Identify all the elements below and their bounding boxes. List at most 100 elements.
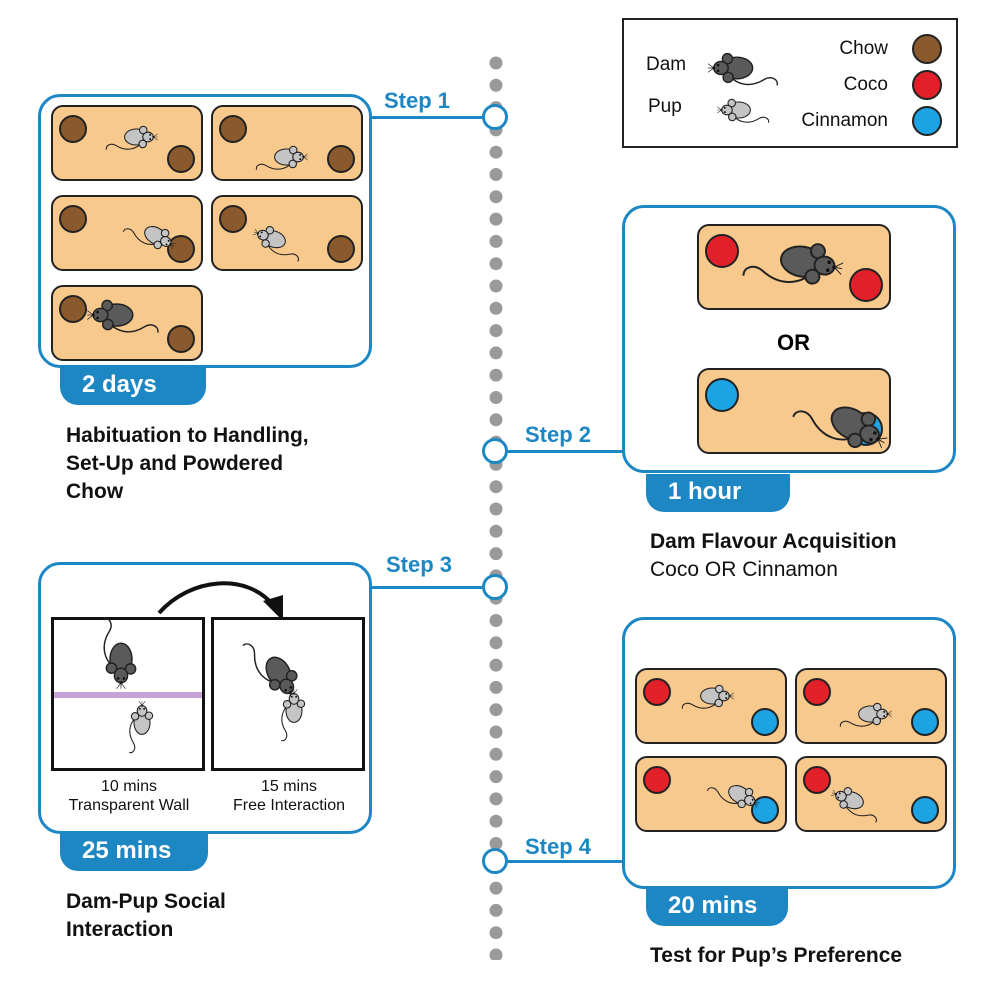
timeline-dot [489, 792, 503, 806]
timeline-dot [489, 56, 503, 70]
timeline-dot [489, 814, 503, 828]
timeline-node-step-4 [482, 848, 508, 874]
test-cage-3 [635, 756, 787, 832]
pup-icon [278, 688, 310, 744]
coco-dish-icon [803, 678, 831, 706]
test-cage-2 [795, 668, 947, 744]
timeline-dot [489, 368, 503, 382]
step-4-label: Step 4 [525, 834, 592, 859]
timeline-dot [489, 324, 503, 338]
legend-coco-label: Coco [843, 74, 888, 95]
caption-line: Chow [66, 480, 124, 503]
transition-arrow-icon [157, 581, 283, 621]
chow-dish-icon [59, 205, 87, 233]
habituation-cage-5 [51, 285, 203, 361]
timeline-dot [489, 680, 503, 694]
dam-icon [708, 46, 780, 90]
caption-line: Habituation to Handling, [66, 424, 309, 447]
coco-swatch-icon [912, 70, 942, 100]
habituation-cage-2 [211, 105, 363, 181]
test-cage-1 [635, 668, 787, 744]
dam-icon [99, 615, 143, 689]
connector-step-1 [370, 116, 482, 119]
coco-dish-icon [643, 766, 671, 794]
timeline-dot [489, 279, 503, 293]
legend-dam-label: Dam [646, 54, 687, 75]
pup-icon [126, 700, 158, 756]
step-2-caption: Dam Flavour Acquisition Coco OR Cinnamon [650, 528, 897, 584]
timeline-dot [489, 145, 503, 159]
coco-cage [697, 224, 891, 310]
timeline-node-step-1 [482, 104, 508, 130]
pup-icon [247, 216, 311, 265]
timeline-dot [489, 502, 503, 516]
cinnamon-dish-icon [705, 378, 739, 412]
transparent-wall-label: 10 mins Transparent Wall [49, 777, 209, 815]
timeline-dot [489, 658, 503, 672]
dam-icon [739, 222, 848, 298]
step-3-label: Step 3 [386, 552, 453, 577]
chow-dish-icon [219, 205, 247, 233]
chow-dish-icon [167, 235, 195, 263]
free-interaction-label: 15 mins Free Interaction [209, 777, 369, 815]
habituation-cage-3 [51, 195, 203, 271]
caption-subtitle: Coco OR Cinnamon [650, 558, 838, 581]
test-cage-4 [795, 756, 947, 832]
timeline-dot [489, 725, 503, 739]
pup-icon [825, 777, 889, 826]
connector-step-2 [508, 450, 624, 453]
timeline-dot [489, 881, 503, 895]
step-1-caption: Habituation to Handling, Set-Up and Powd… [66, 422, 309, 506]
timeline-dot [489, 903, 503, 917]
cinnamon-dish-icon [751, 708, 779, 736]
timeline-dot [489, 547, 503, 561]
timeline-dot [489, 703, 503, 717]
step-1-label: Step 1 [384, 88, 451, 113]
chow-dish-icon [59, 295, 87, 323]
condition-text: Free Interaction [232, 797, 346, 814]
timeline-node-step-3 [482, 574, 508, 600]
chow-dish-icon [219, 115, 247, 143]
step-2-duration-badge: 1 hour [646, 474, 790, 512]
transparent-wall-box [51, 617, 205, 771]
timeline-dot [489, 346, 503, 360]
pup-icon [253, 141, 309, 173]
chow-dish-icon [327, 235, 355, 263]
transparent-wall [54, 692, 202, 698]
step-3-duration-badge: 25 mins [60, 833, 208, 871]
pup-icon [837, 698, 893, 730]
coco-dish-icon [849, 268, 883, 302]
caption-line: Interaction [66, 918, 174, 941]
or-label: OR [777, 330, 810, 355]
step-4-duration-badge: 20 mins [646, 888, 788, 926]
caption-line: Set-Up and Powdered [66, 452, 284, 475]
chow-dish-icon [167, 145, 195, 173]
dam-icon [787, 370, 899, 468]
timeline-dot [489, 301, 503, 315]
timeline-dot [489, 168, 503, 181]
coco-dish-icon [705, 234, 739, 268]
step-3-panel: 10 mins Transparent Wall 15 mins Free In… [38, 562, 372, 834]
time-text: 15 mins [260, 778, 318, 795]
timeline-dot [489, 78, 503, 92]
timeline-dot [489, 212, 503, 226]
step-3-caption: Dam-Pup Social Interaction [66, 888, 226, 944]
timeline-dot [489, 391, 503, 404]
free-interaction-box [211, 617, 365, 771]
timeline-dot [489, 747, 503, 761]
step-1-duration-badge: 2 days [60, 367, 206, 405]
timeline-dot [489, 413, 503, 427]
cinnamon-dish-icon [911, 708, 939, 736]
timeline-dot [489, 190, 503, 204]
coco-dish-icon [803, 766, 831, 794]
timeline-dot [489, 948, 503, 962]
chow-dish-icon [59, 115, 87, 143]
chow-dish-icon [167, 325, 195, 353]
time-text: 10 mins [100, 778, 158, 795]
condition-text: Transparent Wall [68, 797, 190, 814]
caption-line: Dam-Pup Social [66, 890, 226, 913]
legend: Dam Pup Chow Coco Cinnamon [622, 18, 958, 148]
step-2-panel: OR [622, 205, 956, 473]
pup-icon [679, 680, 735, 712]
timeline-dot [489, 926, 503, 940]
